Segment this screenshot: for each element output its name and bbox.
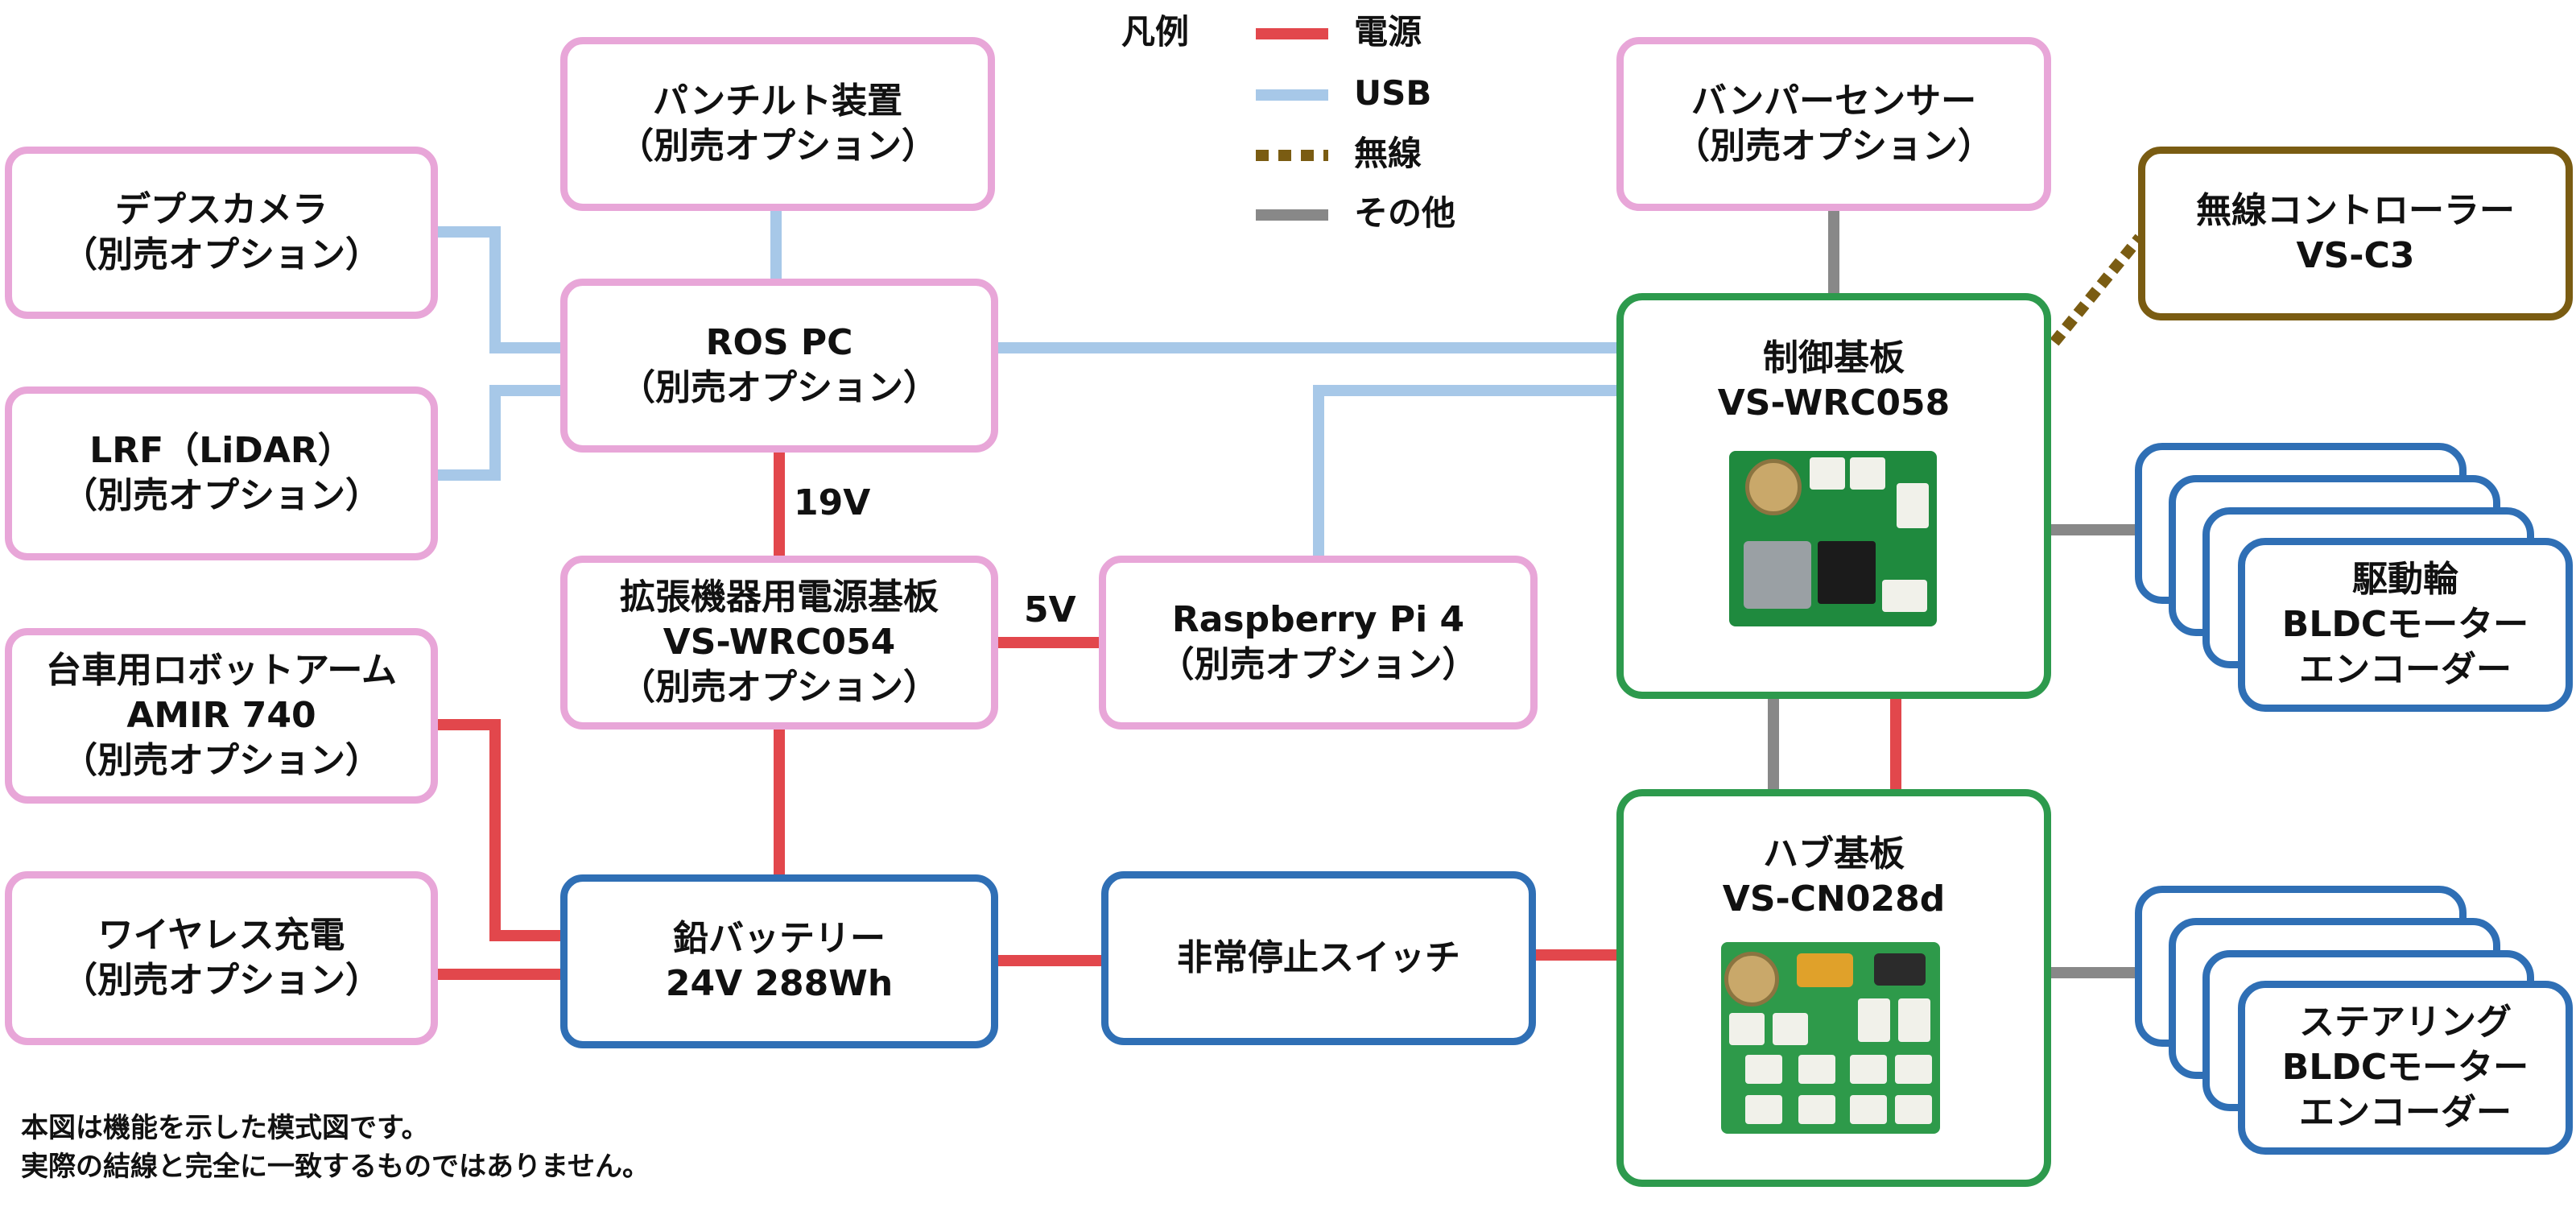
wireless-line-controller [2050,234,2145,346]
node-battery-name: 鉛バッテリー [673,918,886,959]
node-raspberry-pi-name: Raspberry Pi 4 [1171,599,1465,640]
power-line-arm-battery [435,719,564,941]
legend-title: 凡例 [1121,12,1190,52]
white-connector-icon [1729,1013,1765,1045]
node-control-board: 制御基板 VS-WRC058 [1616,293,2051,699]
node-battery-spec: 24V 288Wh [665,963,894,1004]
white-connector-icon [1745,1055,1782,1084]
node-wireless-charge-note: （別売オプション） [62,960,381,1001]
node-control-board-name: 制御基板 [1763,337,1905,378]
node-wireless-controller: 無線コントローラー VS-C3 [2138,147,2573,320]
node-wireless-controller-name: 無線コントローラー [2196,190,2515,231]
white-connector-icon [1850,1055,1887,1084]
node-lrf-name: LRF（LiDAR） [89,430,353,471]
node-steer-motor: ステアリング BLDCモーター エンコーダー [2238,981,2573,1155]
node-drive-motor-encoder: エンコーダー [2299,649,2512,690]
white-connector-icon [1895,1055,1932,1084]
white-connector-icon [1898,998,1930,1042]
white-connector-icon [1798,1095,1835,1124]
power-connector-icon [1874,953,1926,986]
node-raspberry-pi: Raspberry Pi 4 （別売オプション） [1099,556,1538,730]
node-wireless-charge-name: ワイヤレス充電 [97,915,345,956]
node-ros-pc-name: ROS PC [705,322,853,363]
connector-round-icon [1724,952,1779,1007]
white-connector-icon [1798,1055,1835,1084]
node-estop: 非常停止スイッチ [1101,871,1536,1045]
node-bumper-name: バンパーセンサー [1690,81,1977,122]
node-ros-pc: ROS PC （別売オプション） [560,279,998,453]
node-depth-camera: デプスカメラ （別売オプション） [5,147,438,319]
legend-label-power: 電源 [1354,12,1422,52]
node-pantilt-name: パンチルト装置 [652,81,903,122]
node-hub-board-name: ハブ基板 [1763,833,1905,874]
usb-line-rpi-control [1313,385,1618,556]
node-drive-motor-motor: BLDCモーター [2281,604,2529,645]
connector-round-icon [1745,459,1802,515]
node-depth-camera-name: デプスカメラ [115,189,328,230]
node-raspberry-pi-note: （別売オプション） [1158,644,1478,685]
node-robot-arm-note: （別売オプション） [62,740,381,781]
white-connector-icon [1773,1013,1808,1045]
node-power-board: 拡張機器用電源基板 VS-WRC054 （別売オプション） [560,556,998,730]
node-drive-motor: 駆動輪 BLDCモーター エンコーダー [2238,538,2573,712]
usb-line-lrf-ros [435,385,564,481]
node-robot-arm: 台車用ロボットアーム AMIR 740 （別売オプション） [5,628,438,804]
legend-label-wireless: 無線 [1354,134,1422,173]
hub-board-photo [1721,942,1940,1134]
node-drive-motor-name: 駆動輪 [2352,559,2458,600]
node-wireless-controller-model: VS-C3 [2296,235,2415,276]
node-depth-camera-note: （別売オプション） [62,234,381,275]
voltage-label-19v: 19V [794,482,871,523]
node-pantilt: パンチルト装置 （別売オプション） [560,37,995,211]
usb-line-depthcam-ros [435,226,564,353]
node-steer-motor-encoder: エンコーダー [2299,1092,2512,1133]
diagram-note-line1: 本図は機能を示した模式図です。 [21,1112,429,1144]
white-connector-icon [1897,483,1929,528]
node-control-board-model: VS-WRC058 [1717,382,1951,424]
node-battery: 鉛バッテリー 24V 288Wh [560,874,998,1048]
white-connector-icon [1858,998,1890,1042]
node-ros-pc-note: （別売オプション） [620,367,939,408]
module-chip-icon [1744,541,1811,609]
node-hub-board-model: VS-CN028d [1722,878,1946,920]
rj45-jack-icon [1818,541,1876,604]
node-power-board-note: （別売オプション） [620,667,939,708]
node-robot-arm-name: 台車用ロボットアーム [45,650,398,691]
power-connector-icon [1797,953,1853,987]
white-connector-icon [1882,580,1927,612]
node-steer-motor-motor: BLDCモーター [2281,1047,2529,1088]
legend-label-other: その他 [1354,193,1456,233]
node-estop-name: 非常停止スイッチ [1177,937,1460,978]
node-lrf: LRF（LiDAR） （別売オプション） [5,386,438,560]
node-power-board-model: VS-WRC054 [663,622,896,663]
legend-label-usb: USB [1354,73,1432,113]
diagram-note-line2: 実際の結線と完全に一致するものではありません。 [21,1151,650,1183]
node-power-board-name: 拡張機器用電源基板 [620,577,939,618]
voltage-label-5v: 5V [1024,589,1076,630]
white-connector-icon [1850,457,1885,490]
node-steer-motor-name: ステアリング [2299,1002,2512,1043]
white-connector-icon [1850,1095,1887,1124]
control-board-photo [1729,451,1937,626]
white-connector-icon [1810,457,1845,490]
white-connector-icon [1895,1095,1932,1124]
node-robot-arm-model: AMIR 740 [126,695,316,736]
node-wireless-charge: ワイヤレス充電 （別売オプション） [5,871,438,1045]
node-pantilt-note: （別売オプション） [618,126,937,167]
node-bumper-note: （別売オプション） [1674,126,1993,167]
white-connector-icon [1745,1095,1782,1124]
node-lrf-note: （別売オプション） [62,475,381,516]
node-bumper: バンパーセンサー （別売オプション） [1616,37,2051,211]
